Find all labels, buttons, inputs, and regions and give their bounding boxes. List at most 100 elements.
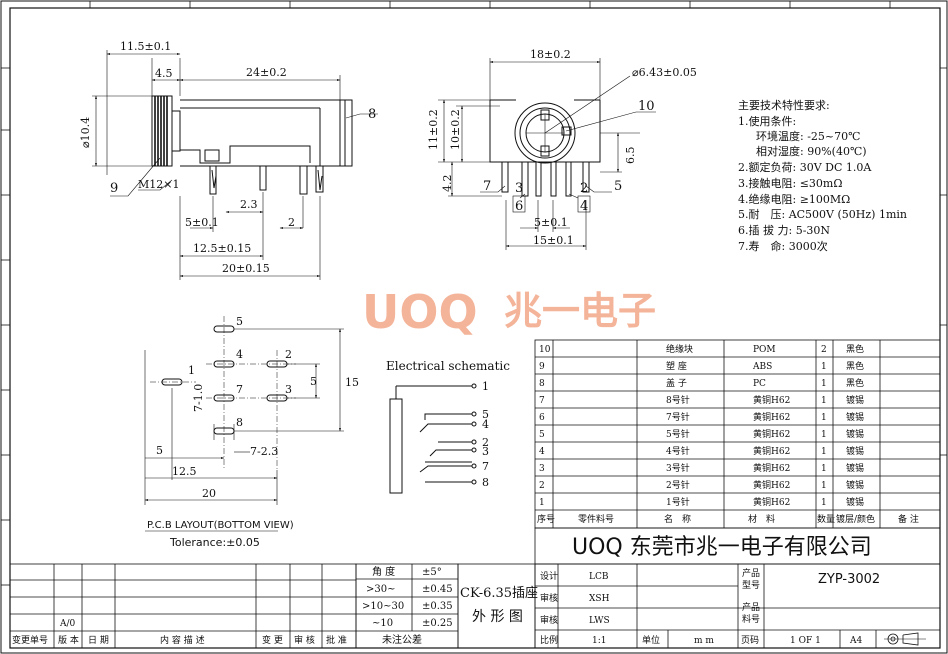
bom-finish: 镀锡 [846, 445, 864, 457]
sch-pin-4: 4 [482, 418, 489, 431]
dim-42: 4.2 [441, 175, 454, 193]
value-review: XSH [589, 594, 610, 604]
bom-no: 9 [539, 362, 545, 372]
pcb-pin-5: 5 [236, 315, 243, 328]
pcb-dim-723: 7-2.3 [250, 445, 278, 458]
spec-line-1: 1.使用条件: [738, 114, 796, 128]
bom-row: 1 1号针 黄铜H62 1 镀锡 [539, 496, 864, 508]
dim-125: 12.5±0.15 [193, 242, 251, 255]
value-model: ZYP-3002 [818, 572, 880, 587]
pcb-dim-5: 5 [310, 375, 317, 388]
bom-finish: 镀锡 [846, 462, 864, 474]
tol-r3-val: ±0.25 [422, 618, 453, 629]
bom-table [534, 339, 941, 529]
bom-finish: 镀锡 [846, 428, 864, 440]
sch-pin-7: 7 [482, 460, 489, 473]
front-view-labels: 18±0.2 ⌀6.43±0.05 10 11±0.2 10±0.2 6.5 4… [427, 48, 697, 247]
bom-h-qty: 数量 [817, 513, 835, 525]
tol-r2-range: >10~30 [362, 601, 404, 612]
bom-finish: 镀锡 [846, 479, 864, 491]
sch-pin-5: 5 [482, 408, 489, 421]
bom-material: POM [753, 345, 776, 355]
pcb-pin-8: 8 [236, 416, 243, 429]
bom-qty: 2 [821, 345, 827, 355]
bom-row: 3 3号针 黄铜H62 1 镀锡 [539, 462, 864, 474]
rev-h-0: 变更单号 [12, 634, 48, 646]
bom-material: 黄铜H62 [753, 411, 790, 423]
tol-head-angle: 角 度 [372, 565, 395, 578]
bom-qty: 1 [821, 413, 827, 423]
bom-qty: 1 [821, 362, 827, 372]
bom-no: 6 [539, 413, 545, 423]
bom-no: 5 [539, 430, 545, 440]
bom-h-note: 备 注 [898, 513, 919, 525]
dim-15-front: 15±0.1 [533, 234, 574, 247]
spec-line-2: 环境温度: -25~70℃ [756, 129, 860, 143]
bom-finish: 黑色 [846, 377, 864, 389]
bom-qty: 1 [821, 447, 827, 457]
pcb-pin-3: 3 [285, 383, 292, 396]
label-review: 审核 [540, 592, 558, 604]
tol-head-val: ±5° [422, 567, 442, 578]
pcb-pin-4: 4 [236, 348, 243, 361]
dim-thread: M12×1 [138, 178, 179, 191]
bom-name: 7号针 [666, 411, 690, 423]
dim-head: 4.5 [155, 67, 173, 80]
callout-5: 5 [614, 179, 622, 194]
spec-line-6: 4.绝缘电阻: ≥100MΩ [738, 192, 850, 206]
bom-h-part: 零件料号 [578, 513, 614, 525]
dim-2: 2 [288, 216, 295, 229]
pcb-dim-125: 12.5 [172, 465, 197, 478]
dim-23: 2.3 [240, 198, 258, 211]
bom-no: 10 [539, 345, 551, 355]
rev-h-3: 内 容 描 述 [160, 634, 205, 646]
side-view [92, 50, 378, 280]
bom-material: 黄铜H62 [753, 445, 790, 457]
pcb-layout [144, 316, 344, 505]
bom-row: 10 绝缘块 POM 2 黑色 [539, 343, 864, 355]
bom-row: 7 8号针 黄铜H62 1 镀锡 [539, 394, 864, 406]
callout-10: 10 [638, 99, 655, 114]
dim-10: 10±0.2 [449, 109, 462, 150]
pcb-pin-7: 7 [236, 383, 243, 396]
bom-name: 塑 座 [666, 360, 687, 372]
dim-20: 20±0.15 [222, 262, 270, 275]
pcb-tolerance: Tolerance:±0.05 [169, 536, 260, 549]
company-name: UOQ 东莞市兆一电子有限公司 [572, 535, 872, 560]
bom-row: 5 5号针 黄铜H62 1 镀锡 [539, 428, 864, 440]
bom-material: 黄铜H62 [753, 462, 790, 474]
bom-name: 绝缘块 [666, 343, 693, 355]
watermark-cjk: 兆一电子 [504, 289, 656, 333]
view-name: 外 形 图 [472, 609, 523, 625]
bom-qty: 1 [821, 464, 827, 474]
sch-pin-3: 3 [482, 445, 489, 458]
bom-h-finish: 镀层/颜色 [836, 513, 875, 525]
bom-material: 黄铜H62 [753, 496, 790, 508]
pcb-pin-1: 1 [188, 364, 195, 377]
bom-rows: 10 绝缘块 POM 2 黑色 9 塑 座 ABS 1 黑色 8 盖 子 PC … [537, 343, 919, 525]
dim-body: 24±0.2 [246, 66, 287, 79]
bom-finish: 镀锡 [846, 394, 864, 406]
bom-material: 黄铜H62 [753, 428, 790, 440]
bom-name: 5号针 [666, 428, 690, 440]
callout-7: 7 [483, 179, 491, 194]
bom-finish: 黑色 [846, 343, 864, 355]
dim-overall: 11.5±0.1 [120, 40, 171, 53]
spec-line-3: 相对湿度: 90%(40℃) [756, 144, 867, 158]
bom-material: PC [753, 379, 766, 389]
bom-material: ABS [752, 362, 772, 372]
callout-9: 9 [110, 181, 118, 196]
bom-name: 2号针 [666, 479, 690, 491]
bom-row: 9 塑 座 ABS 1 黑色 [539, 360, 864, 372]
sch-pin-8: 8 [482, 476, 489, 489]
label-model: 产品型号 [742, 567, 760, 591]
bom-qty: 1 [821, 430, 827, 440]
tol-r2-val: ±0.35 [422, 601, 453, 612]
bom-name: 盖 子 [666, 377, 687, 389]
bom-qty: 1 [821, 396, 827, 406]
pcb-dim-5b: 5 [156, 444, 163, 457]
label-scale: 比例 [540, 634, 558, 646]
title-block [9, 527, 941, 649]
spec-line-9: 7.寿 命: 3000次 [738, 239, 828, 253]
